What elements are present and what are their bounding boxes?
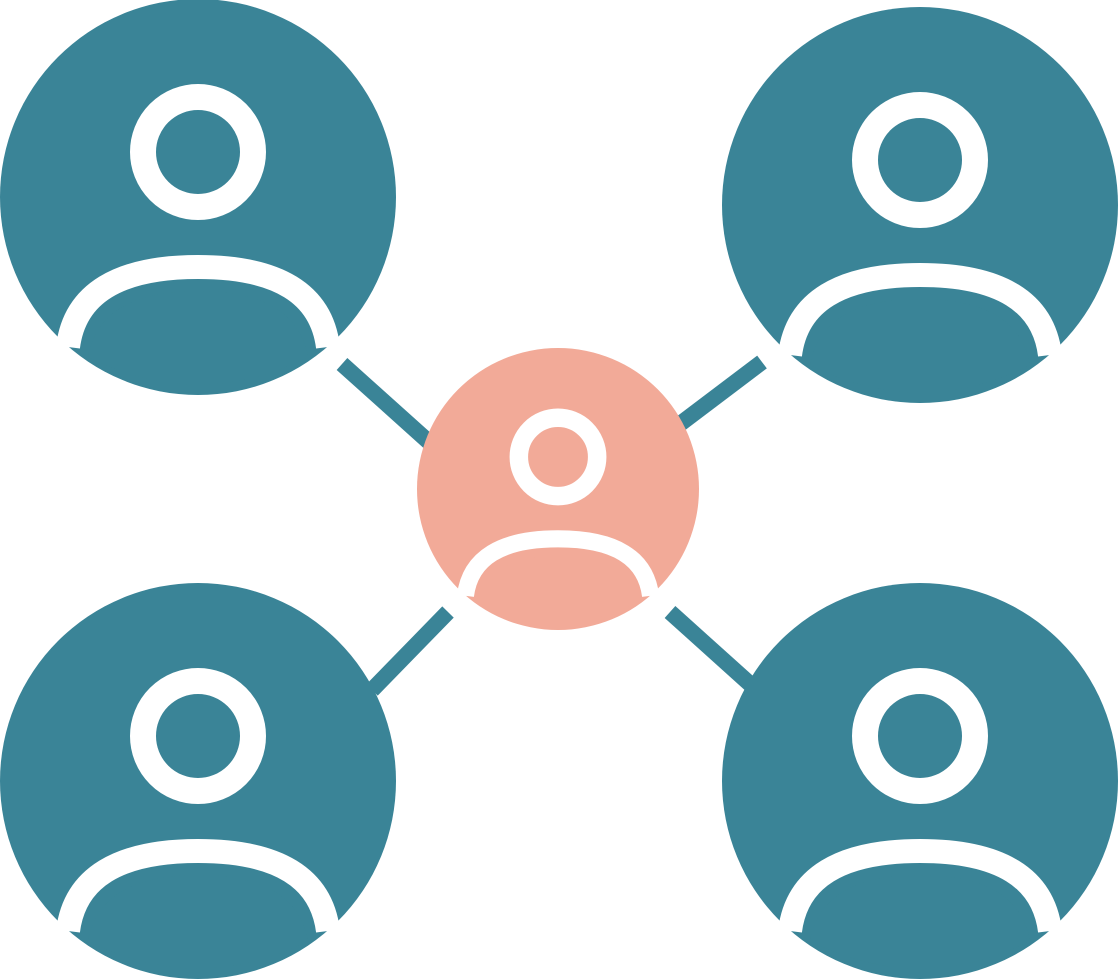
center-user-icon xyxy=(417,348,699,630)
body-shape xyxy=(810,299,1030,393)
shoulders-outline xyxy=(778,262,1062,357)
peer-user-bottom-left-icon xyxy=(0,583,396,979)
head-ring xyxy=(130,668,266,804)
connector-bottom-left xyxy=(361,602,459,700)
body-shape xyxy=(810,875,1030,969)
connector-bottom-right xyxy=(660,601,760,695)
peer-user-top-left-icon xyxy=(0,0,396,395)
shoulders-outline xyxy=(56,838,340,933)
head-ring xyxy=(852,668,988,804)
head-ring xyxy=(130,84,266,220)
head-ring xyxy=(852,92,988,228)
body-shape xyxy=(479,555,637,623)
peer-user-top-right-icon xyxy=(722,7,1118,403)
peer-user-bottom-right-icon xyxy=(722,583,1118,979)
connector-top-right xyxy=(671,350,771,436)
connector-top-left xyxy=(332,353,450,463)
shoulders-outline xyxy=(56,254,340,349)
body-shape xyxy=(88,291,308,385)
body-shape xyxy=(88,875,308,969)
shoulders-outline xyxy=(456,530,660,598)
head-ring xyxy=(509,408,607,506)
shoulders-outline xyxy=(778,838,1062,933)
